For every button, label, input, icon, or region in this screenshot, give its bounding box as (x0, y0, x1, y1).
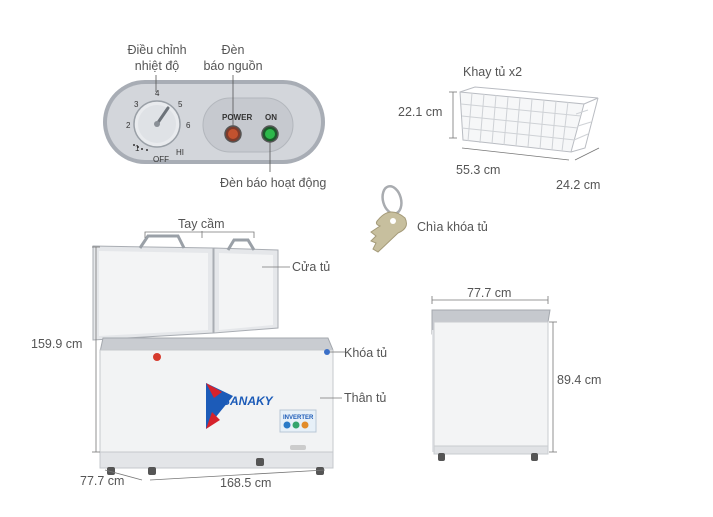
brand-logo (206, 383, 233, 429)
power-light-label-line1: Đèn (221, 43, 245, 57)
run-light-label: Đèn báo hoạt động (220, 176, 327, 190)
lock-label: Khóa tủ (344, 346, 388, 360)
on-text: ON (265, 113, 277, 122)
side-depth: 77.7 cm (467, 286, 512, 300)
thermostat-dial[interactable] (133, 100, 181, 148)
freezer-wheels (107, 458, 324, 475)
handle-label: Tay cầm (178, 217, 225, 231)
basket-depth: 24.2 cm (556, 178, 601, 192)
dial-number-2: 2 (126, 121, 131, 130)
power-light-label-line2: báo nguồn (203, 59, 263, 73)
door-label: Cửa tủ (292, 260, 331, 274)
power-text: POWER (222, 113, 253, 122)
basket-title: Khay tủ x2 (463, 65, 523, 79)
dial-number-5: 5 (178, 100, 183, 109)
basket-illustration (459, 86, 599, 153)
key-icon (370, 185, 407, 253)
basket-dimensions (449, 91, 600, 161)
dial-number-3: 3 (134, 100, 139, 109)
key-label: Chìa khóa tủ (417, 220, 488, 234)
feature-badges (279, 409, 317, 433)
basket-width: 55.3 cm (456, 163, 501, 177)
thermostat-label-line1: Điều chỉnh (127, 43, 187, 57)
basket-height: 22.1 cm (398, 105, 443, 119)
side-height: 89.4 cm (557, 373, 602, 387)
freezer-pointers (92, 231, 345, 481)
freezer-depth: 77.7 cm (80, 474, 125, 488)
dial-number-6: 6 (186, 121, 191, 130)
dial-number-1: 1 (135, 144, 140, 153)
freezer-width: 168.5 cm (220, 476, 272, 490)
freezer-side-view (431, 309, 551, 461)
side-dimensions (431, 296, 557, 453)
dial-number-4: 4 (155, 89, 160, 98)
run-light-icon (261, 125, 279, 143)
brand-text: SANAKY (222, 394, 273, 408)
power-light-icon (224, 125, 242, 143)
dial-hi-text: HI (176, 148, 184, 157)
freezer-height: 159.9 cm (31, 337, 83, 351)
freezer-illustration (92, 234, 334, 475)
inverter-badge-text: INVERTER (283, 415, 314, 421)
dial-off-text: OFF (153, 155, 169, 164)
thermostat-label-line2: nhiệt độ (134, 59, 180, 73)
body-label: Thân tủ (344, 391, 387, 405)
control-panel (103, 75, 325, 172)
